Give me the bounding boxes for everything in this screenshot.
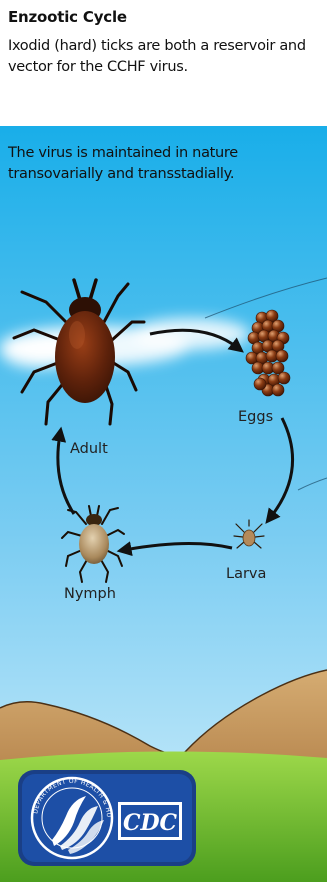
cdc-wordmark: CDC (123, 810, 178, 836)
adult-label: Adult (70, 441, 108, 457)
header-panel: Enzootic Cycle Ixodid (hard) ticks are b… (0, 0, 327, 126)
nymph-tick-body (79, 524, 109, 564)
page-subtitle: Ixodid (hard) ticks are both a reservoir… (8, 36, 326, 78)
larva-tick-body (243, 530, 255, 546)
egg (278, 372, 290, 384)
cdc-logo: CDC (118, 802, 182, 840)
larva-label: Larva (226, 566, 266, 582)
nymph-label: Nymph (64, 586, 116, 602)
egg (272, 384, 284, 396)
page-title: Enzootic Cycle (8, 8, 127, 26)
scene-description: The virus is maintained in nature transo… (8, 143, 326, 185)
adult-tick-body (55, 311, 115, 403)
egg (254, 378, 266, 390)
adult-tick-highlight (69, 321, 85, 349)
eggs-label: Eggs (238, 409, 273, 425)
egg (276, 350, 288, 362)
